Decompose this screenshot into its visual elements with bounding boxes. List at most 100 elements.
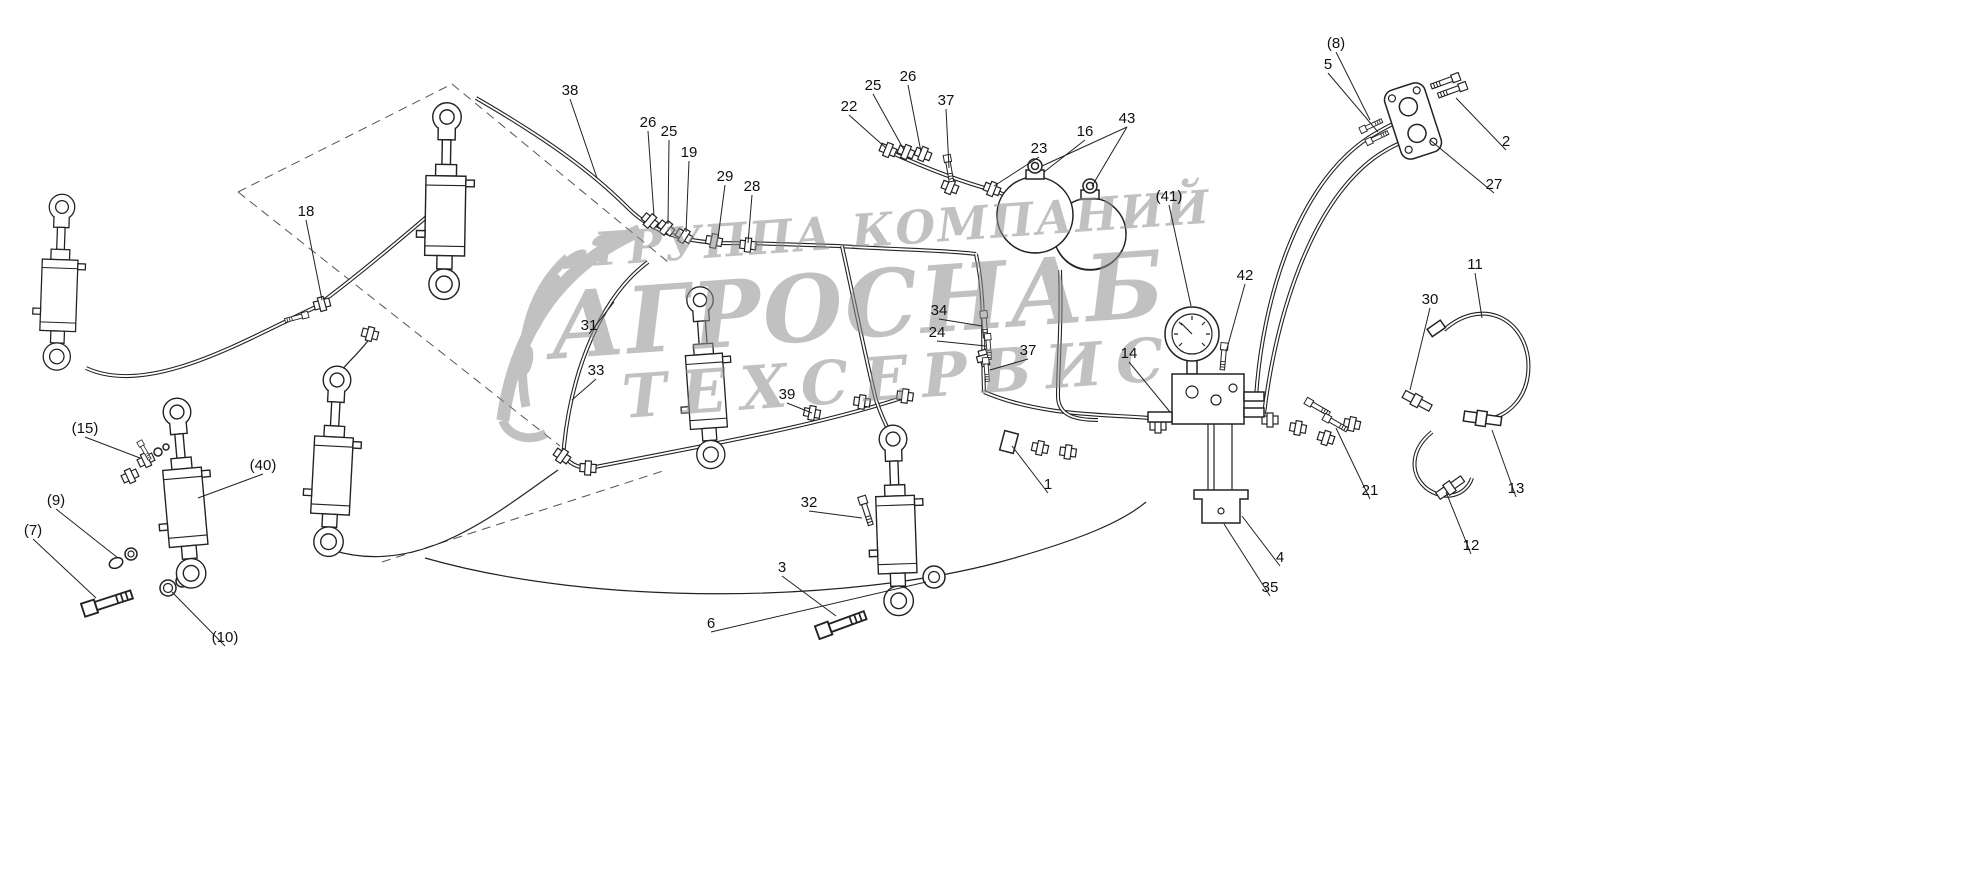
callout-24: 24 — [929, 324, 946, 341]
leader-line — [1128, 361, 1171, 413]
hydraulic-cylinder-40 — [147, 395, 221, 592]
nut-6 — [922, 565, 946, 589]
leader-line — [1455, 97, 1507, 151]
callout-9: (9) — [47, 492, 65, 509]
hose-end-11 — [1426, 319, 1447, 338]
leader-line — [747, 194, 753, 244]
callout-29: 29 — [717, 168, 734, 185]
leader-line — [808, 510, 863, 519]
leader-line — [710, 581, 927, 633]
callout-28: 28 — [744, 178, 761, 195]
callout-2: 2 — [1502, 133, 1510, 150]
leader-line — [945, 108, 950, 169]
leader-line — [1168, 204, 1192, 307]
callout-21: 21 — [1362, 482, 1379, 499]
callout-31: 31 — [581, 317, 598, 334]
leader-line — [1041, 126, 1128, 167]
leader-line — [907, 84, 922, 153]
manifold-port-right-2 — [1243, 407, 1265, 418]
callout-35: 35 — [1262, 579, 1279, 596]
leader-line — [717, 184, 726, 239]
manifold-block — [1147, 373, 1265, 500]
callout-6: 6 — [707, 615, 715, 632]
callout-39: 39 — [779, 386, 796, 403]
leader-line — [171, 591, 226, 647]
callout-25: 25 — [661, 123, 678, 140]
manifold-port-right-1 — [1243, 391, 1265, 402]
leader-line — [588, 301, 615, 335]
leader-line — [1491, 429, 1517, 498]
hydraulic-cylinder-5 — [299, 364, 366, 559]
bolt-3 — [813, 607, 869, 640]
callout-37: 37 — [938, 92, 955, 109]
leader-line — [993, 156, 1040, 187]
hydraulic-cylinder-6 — [864, 423, 928, 618]
accumulators — [996, 158, 1127, 271]
leader-line — [1335, 427, 1371, 500]
leader-line — [1474, 272, 1483, 319]
leader-line — [84, 436, 141, 459]
pipe-clamp-assembly — [1358, 71, 1469, 160]
callout-43: 43 — [1119, 110, 1136, 127]
mounting-bracket — [1193, 489, 1249, 524]
leader-line — [1225, 283, 1246, 353]
leader-line — [1429, 139, 1495, 194]
callout-25: 25 — [865, 77, 882, 94]
callout-12: 12 — [1463, 537, 1480, 554]
callout-3: 3 — [778, 559, 786, 576]
callout-26: 26 — [900, 68, 917, 85]
callout-7: (7) — [24, 522, 42, 539]
gauge-needle — [1180, 322, 1193, 335]
callout-42: 42 — [1237, 267, 1254, 284]
bolt-18 — [283, 310, 310, 325]
leader-line — [1011, 445, 1049, 494]
leader-line — [938, 318, 983, 327]
pressure-gauge — [1164, 306, 1220, 375]
callout-32: 32 — [801, 494, 818, 511]
leader-line — [1241, 515, 1281, 567]
callout-30: 30 — [1422, 291, 1439, 308]
callout-layer: 3826251929281822252637231643(8)5227(41)4… — [24, 35, 1524, 647]
callout-38: 38 — [562, 82, 579, 99]
callout-40: (40) — [250, 457, 277, 474]
leader-line — [647, 130, 655, 217]
leader-line — [1091, 126, 1128, 187]
bleeder-37 — [942, 153, 956, 183]
bolt-7 — [80, 587, 135, 618]
callout-8: (8) — [1327, 35, 1345, 52]
accumulator-left — [996, 158, 1074, 254]
leader-line — [786, 402, 813, 414]
callout-4: 4 — [1276, 549, 1284, 566]
leader-line — [1445, 491, 1472, 555]
bolt-42 — [1218, 342, 1229, 371]
callout-37: 37 — [1020, 342, 1037, 359]
callout-26: 26 — [640, 114, 657, 131]
leader-line — [305, 219, 323, 301]
hydraulic-cylinder-2 — [414, 101, 477, 301]
manifold-port-left — [1147, 411, 1173, 423]
callout-16: 16 — [1077, 123, 1094, 140]
callout-15: (15) — [72, 420, 99, 437]
callout-34: 34 — [931, 302, 948, 319]
callout-41: (41) — [1156, 188, 1183, 205]
leader-line — [781, 575, 837, 617]
callout-23: 23 — [1031, 140, 1048, 157]
coupler-30 — [1400, 388, 1434, 414]
leader-line — [1409, 307, 1431, 391]
callout-27: 27 — [1486, 176, 1503, 193]
leader-line — [848, 114, 887, 149]
callout-14: 14 — [1121, 345, 1138, 362]
bolt-32 — [857, 494, 876, 527]
leader-line — [685, 160, 690, 233]
hydraulic-cylinder-1 — [30, 192, 89, 372]
leader-line — [1335, 51, 1371, 121]
leader-line — [1327, 72, 1379, 133]
leader-line — [989, 358, 1029, 371]
leader-line — [32, 538, 97, 599]
washer-9 — [108, 556, 124, 570]
leader-line — [936, 340, 987, 347]
leader-line — [569, 98, 598, 179]
watermark: ГРУППА КОМПАНИЙ АГРОСНАБ ТЕХСЕРВИС — [496, 176, 1213, 443]
